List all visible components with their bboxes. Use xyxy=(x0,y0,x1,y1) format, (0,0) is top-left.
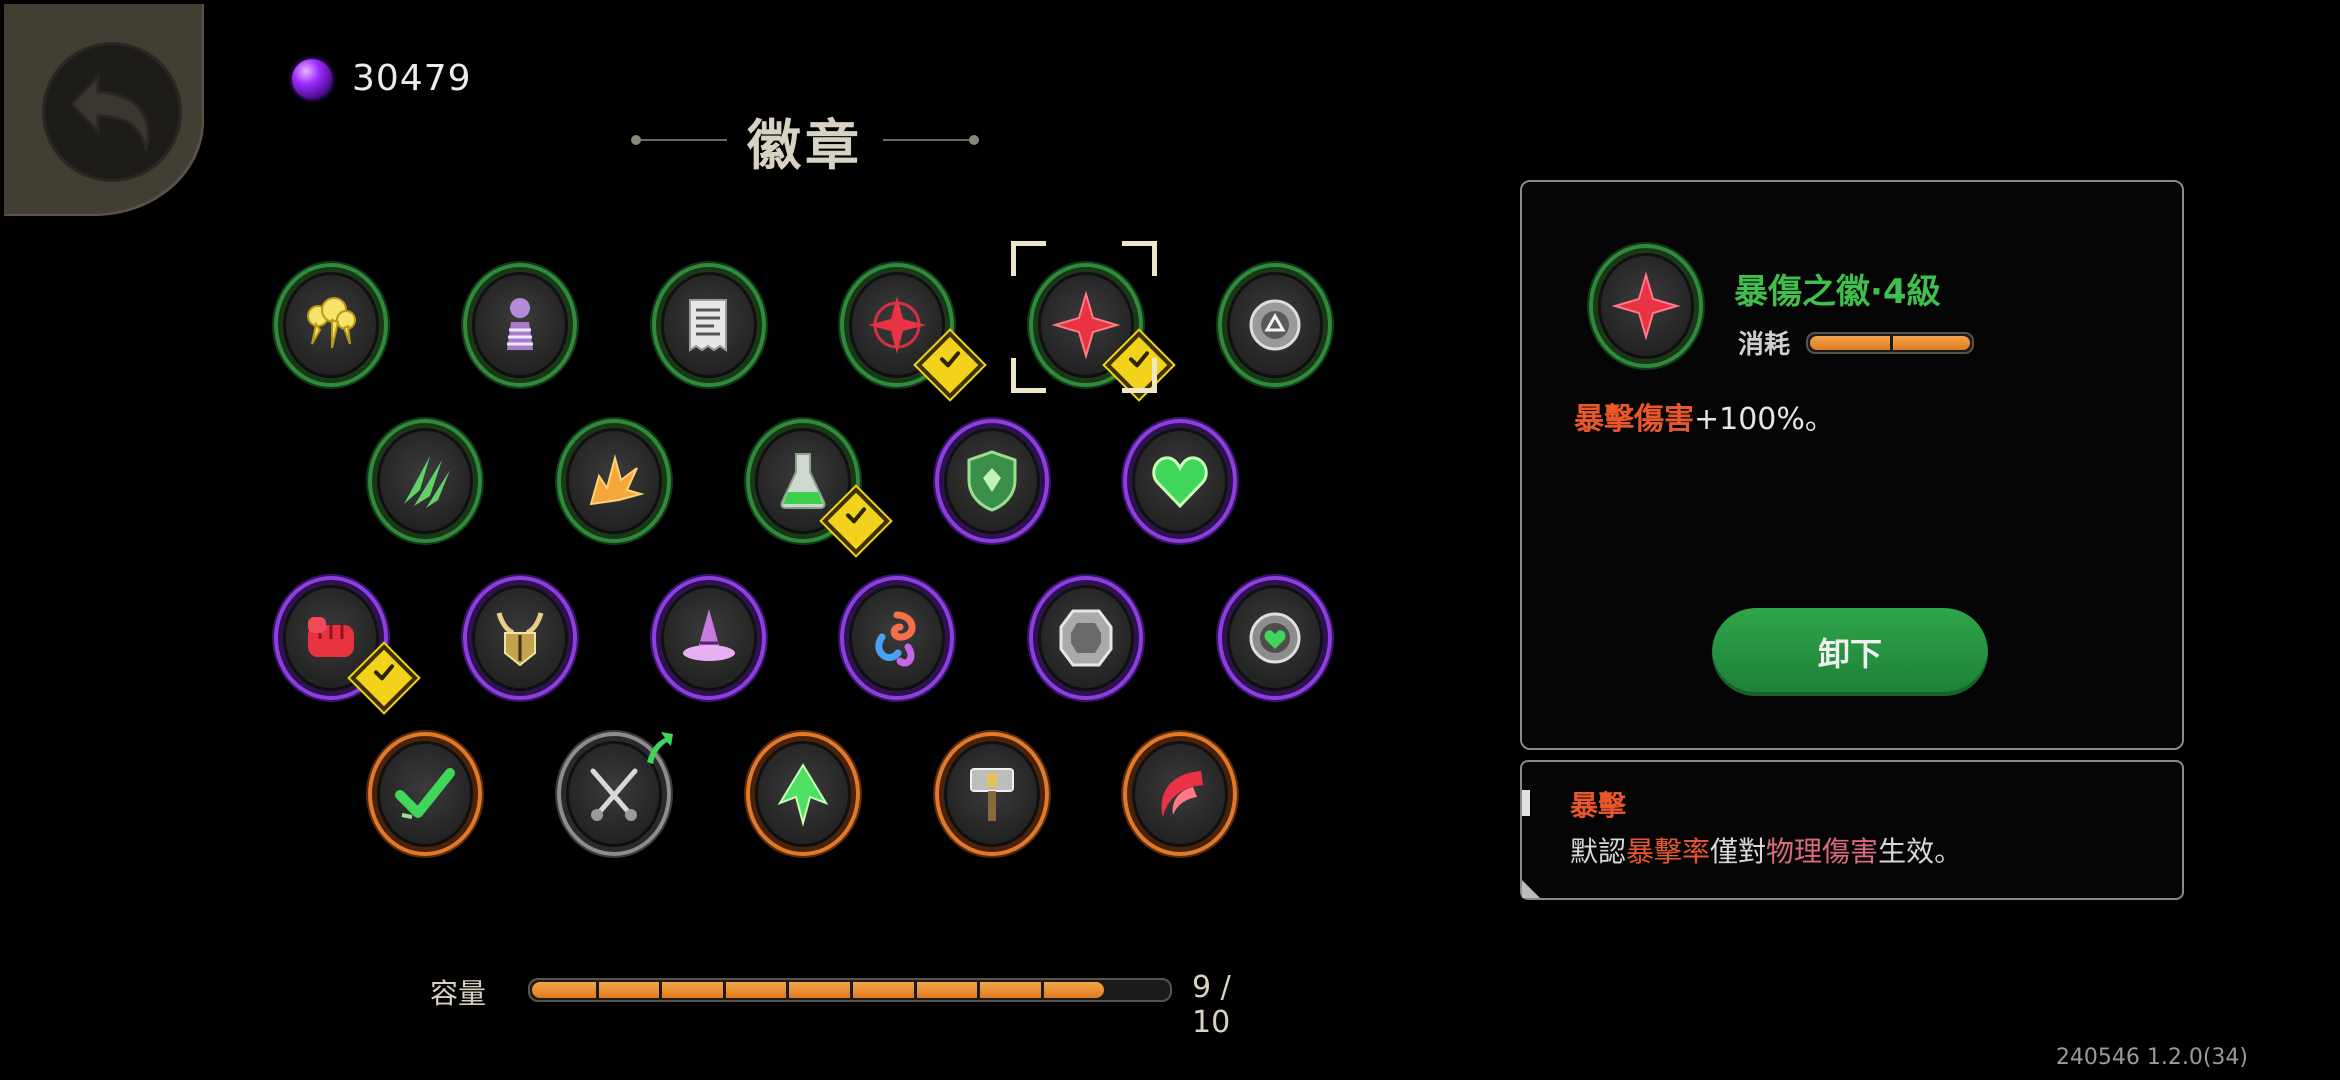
page-title: 徽章 xyxy=(631,100,979,180)
capacity-segment-divider xyxy=(786,980,790,1000)
badge-slot-swirl[interactable] xyxy=(840,576,954,700)
detail-description-keyword: 暴擊傷害 xyxy=(1574,402,1694,437)
capacity-segment-divider xyxy=(913,980,917,1000)
capacity-bar xyxy=(528,978,1172,1002)
heart-ring-icon xyxy=(1249,612,1301,664)
badge-slot-horned-helmet[interactable] xyxy=(463,576,577,700)
capacity-segment-divider xyxy=(722,980,726,1000)
selection-bracket xyxy=(1011,241,1157,393)
capacity-segment-divider xyxy=(1040,980,1044,1000)
badge-slot-gray-gem[interactable] xyxy=(1029,576,1143,700)
tip-text-part-1: 默認 xyxy=(1570,835,1627,868)
detail-cost-bar-divider xyxy=(1890,334,1893,352)
badge-slot-red-star[interactable] xyxy=(1029,263,1173,399)
badge-slot-gray-triangle-orb[interactable] xyxy=(1218,263,1332,387)
detail-badge-name: 暴傷之徽·4級 xyxy=(1734,272,1941,312)
badge-slot-green-flask[interactable] xyxy=(746,419,890,555)
red-fist-icon xyxy=(308,617,354,657)
equipped-check-icon xyxy=(916,331,984,399)
hammer-icon xyxy=(970,768,1014,821)
version-label: 240546 1.2.0(34) xyxy=(2055,1045,2248,1070)
badge-slot-green-check[interactable] xyxy=(368,732,482,856)
badge-slot-hammer[interactable] xyxy=(935,732,1049,856)
purple-pawn-icon xyxy=(507,298,533,350)
witch-hat-icon xyxy=(683,609,735,661)
red-star-icon xyxy=(1611,271,1681,341)
red-slash-icon xyxy=(1161,771,1203,817)
upgrade-arrow-icon xyxy=(641,728,675,772)
detail-cost-bar xyxy=(1806,332,1974,354)
gray-gem-icon xyxy=(1059,609,1113,667)
capacity-segment-divider xyxy=(850,980,853,1000)
back-arrow-icon xyxy=(69,72,150,151)
horned-helmet-icon xyxy=(496,612,544,667)
capacity-meter: 容量 9 / 10 xyxy=(430,968,1270,1040)
badge-slot-green-shield[interactable] xyxy=(935,419,1049,543)
capacity-segment-divider xyxy=(659,980,663,1000)
back-button[interactable] xyxy=(4,4,204,216)
capacity-bar-fill xyxy=(532,982,1105,998)
tip-text-crit-rate: 暴擊率 xyxy=(1626,835,1711,868)
equipped-check-icon xyxy=(822,487,890,555)
green-flask-icon xyxy=(780,453,826,509)
tip-title: 暴擊 xyxy=(1570,789,1627,822)
capacity-segment-divider xyxy=(977,980,981,1000)
title-divider-left xyxy=(631,135,727,145)
tip-text-part-3: 僅對 xyxy=(1710,835,1767,868)
badge-slot-orange-burst[interactable] xyxy=(557,419,671,543)
badge-slot-purple-pawn[interactable] xyxy=(463,263,577,387)
green-shield-icon xyxy=(967,450,1017,512)
badge-slot-witch-hat[interactable] xyxy=(652,576,766,700)
green-check-icon xyxy=(395,768,455,819)
green-claws-icon xyxy=(404,456,450,508)
green-heart-icon xyxy=(1152,456,1208,509)
capacity-label: 容量 xyxy=(430,977,487,1010)
equipped-check-icon xyxy=(350,644,418,712)
badge-slot-scroll[interactable] xyxy=(652,263,766,387)
tip-text-physical-damage: 物理傷害 xyxy=(1766,835,1879,868)
purple-orb-icon xyxy=(292,58,332,99)
detail-cost-label: 消耗 xyxy=(1738,330,1791,360)
page-title-text: 徽章 xyxy=(747,112,863,177)
tip-text: 默認暴擊率僅對物理傷害生效。 xyxy=(1570,830,1962,870)
keyword-tip-panel: 暴擊 默認暴擊率僅對物理傷害生效。 xyxy=(1520,760,2184,900)
crossed-daggers-icon xyxy=(590,768,638,821)
currency-value: 30479 xyxy=(352,58,472,99)
unequip-button[interactable]: 卸下 xyxy=(1712,608,1988,696)
tip-panel-corner xyxy=(1522,880,1540,898)
badge-slot-green-arrow[interactable] xyxy=(746,732,860,856)
gray-triangle-orb-icon xyxy=(1249,299,1301,351)
badge-slot-green-heart[interactable] xyxy=(1123,419,1237,543)
capacity-segment-divider xyxy=(1104,980,1108,1000)
tip-text-part-5: 生效。 xyxy=(1878,835,1963,868)
badge-slot-crossed-daggers[interactable] xyxy=(557,732,673,856)
orange-burst-icon xyxy=(589,454,645,506)
detail-badge-icon xyxy=(1589,244,1703,368)
badge-slot-yellow-wisps[interactable] xyxy=(274,263,388,387)
scroll-icon xyxy=(689,299,727,352)
yellow-wisps-icon xyxy=(307,297,356,349)
detail-description-value: +100%。 xyxy=(1694,402,1835,437)
detail-description: 暴擊傷害+100%。 xyxy=(1574,394,1835,438)
equipped-check-icon xyxy=(1105,331,1173,399)
tip-panel-tab xyxy=(1522,790,1530,816)
badge-detail-panel: 暴傷之徽·4級 消耗 暴擊傷害+100%。 卸下 xyxy=(1520,180,2184,750)
title-divider-right xyxy=(883,135,979,145)
swirl-icon xyxy=(875,611,916,667)
badge-slot-red-slash[interactable] xyxy=(1123,732,1237,856)
capacity-count: 9 / 10 xyxy=(1192,970,1231,1040)
badge-slot-green-claws[interactable] xyxy=(368,419,482,543)
badge-slot-red-fist[interactable] xyxy=(274,576,418,712)
green-arrow-icon xyxy=(777,763,829,827)
badge-slot-red-star-crosshair[interactable] xyxy=(840,263,984,399)
badge-slot-heart-ring[interactable] xyxy=(1218,576,1332,700)
capacity-segment-divider xyxy=(595,980,599,1000)
currency-display: 30479 xyxy=(292,58,472,99)
red-star-icon xyxy=(1051,290,1121,360)
red-star-crosshair-icon xyxy=(868,296,926,354)
